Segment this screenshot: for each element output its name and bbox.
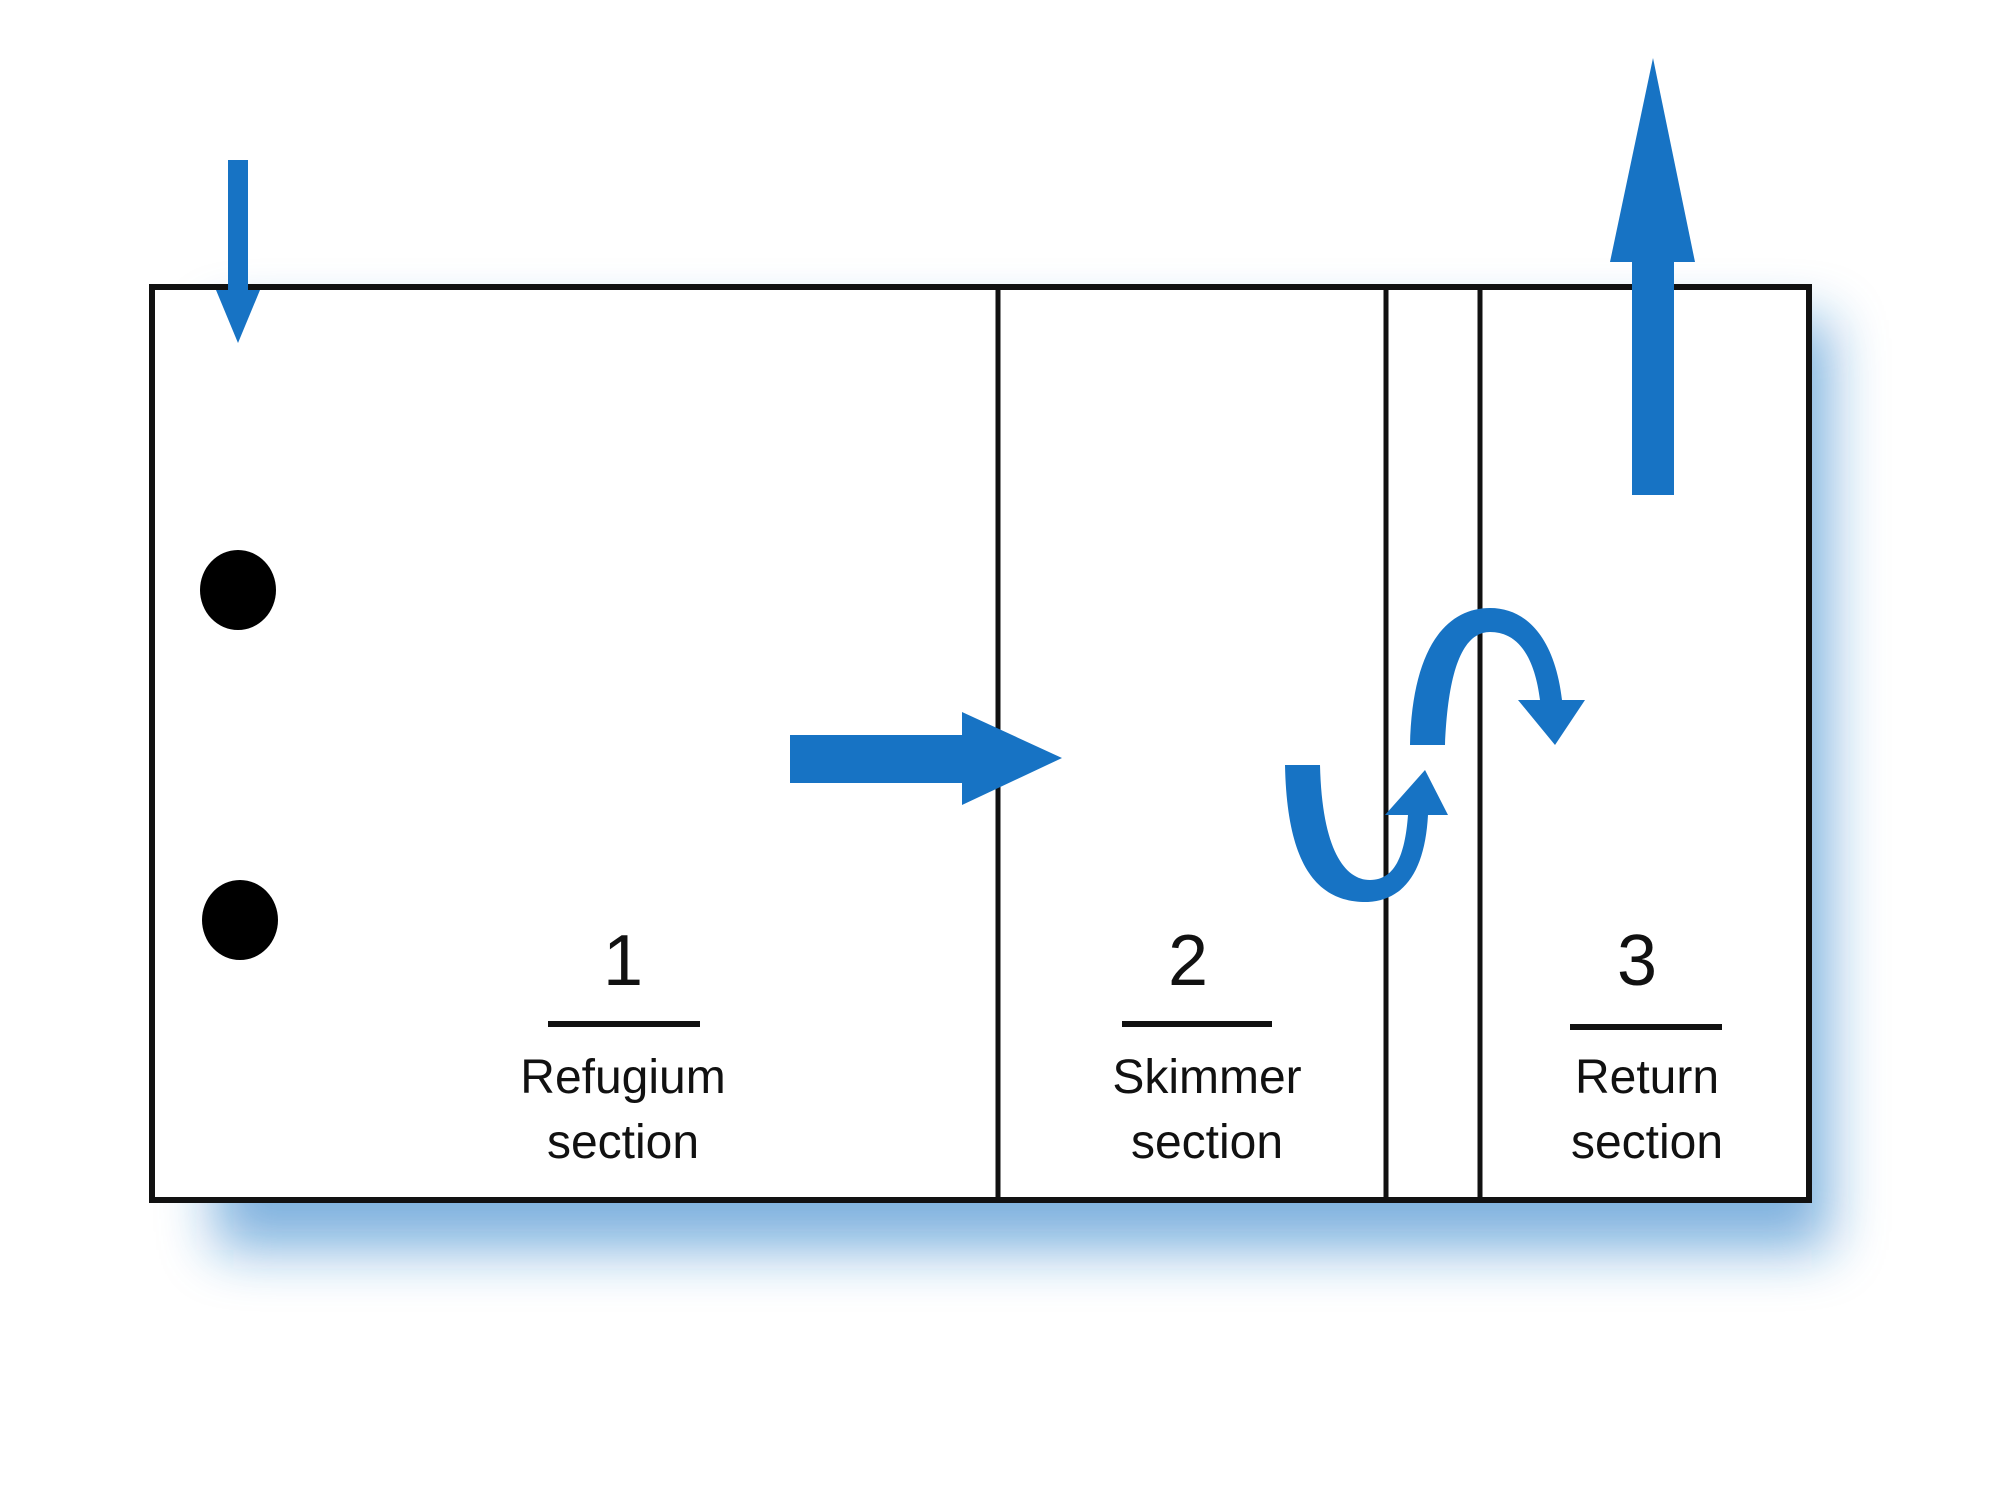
dot-upper — [200, 550, 276, 630]
section-2-name-line1: Skimmer — [1112, 1051, 1301, 1104]
section-3-label: 3 Return section — [1570, 921, 1723, 1169]
section-1-name-line2: section — [547, 1116, 699, 1169]
section-1-number: 1 — [603, 921, 643, 1001]
section-3-number: 3 — [1617, 921, 1657, 1001]
section-3-name-line2: section — [1571, 1116, 1723, 1169]
section-1-name-line1: Refugium — [520, 1051, 725, 1104]
baffle-over-arrow-icon — [1410, 608, 1585, 745]
inflow-arrow-icon — [216, 160, 260, 343]
section-2-label: 2 Skimmer section — [1112, 921, 1301, 1169]
baffle-under-arrow-icon — [1285, 765, 1448, 903]
section-3-name-line1: Return — [1575, 1051, 1719, 1104]
section-2-name-line2: section — [1131, 1116, 1283, 1169]
flow-right-arrow-icon — [790, 712, 1062, 805]
section-2-number: 2 — [1168, 921, 1208, 1001]
return-outflow-arrow-icon — [1610, 58, 1695, 495]
section-1-label: 1 Refugium section — [520, 921, 725, 1169]
dot-lower — [202, 880, 278, 960]
